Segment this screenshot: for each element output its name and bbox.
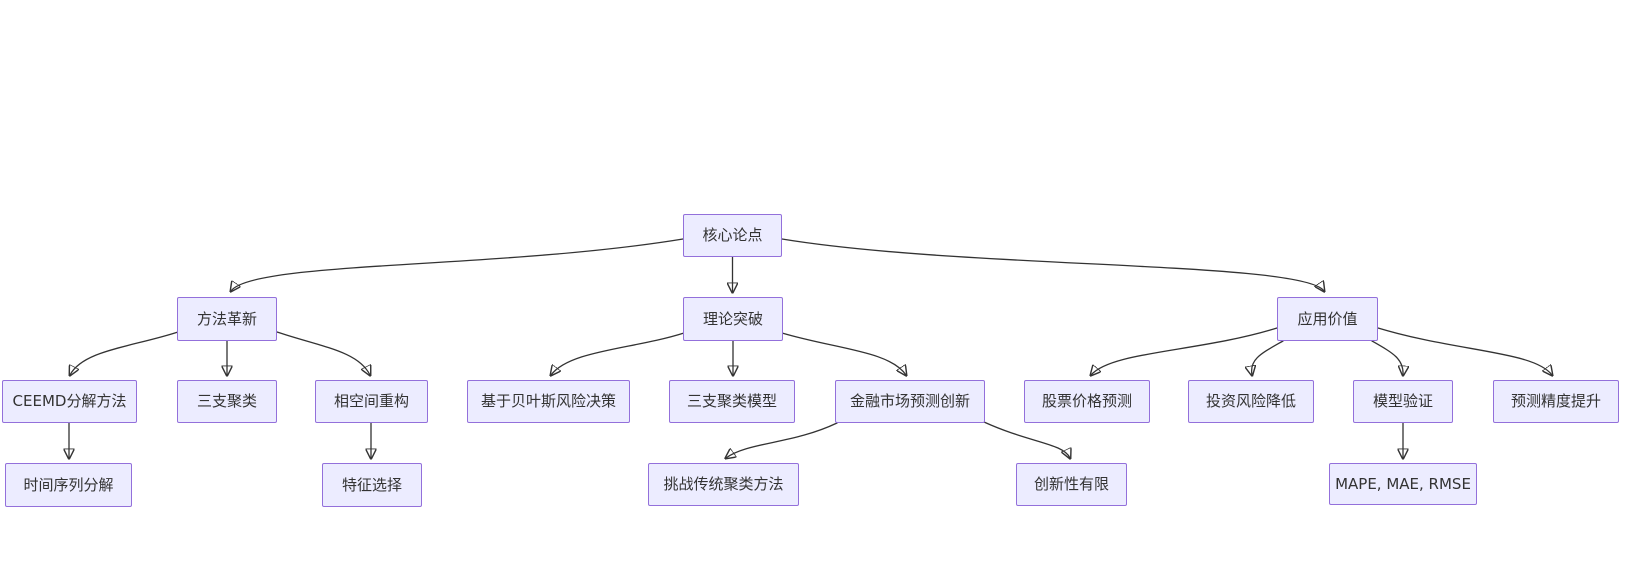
node-core-thesis: 核心论点	[683, 214, 782, 257]
edge-root-method	[231, 238, 684, 291]
edge-application-risk-reduction	[1252, 340, 1284, 375]
node-forecast-accuracy-improvement: 预测精度提升	[1493, 380, 1619, 423]
node-application-value: 应用价值	[1277, 297, 1378, 341]
edge-root-application	[781, 238, 1324, 291]
edge-application-model-validation	[1371, 340, 1403, 375]
node-challenge-traditional-clustering: 挑战传统聚类方法	[648, 463, 799, 506]
node-limited-innovation: 创新性有限	[1016, 463, 1127, 506]
node-three-way-clustering: 三支聚类	[177, 380, 277, 423]
node-time-series-decomposition: 时间序列分解	[5, 463, 132, 507]
node-three-way-clustering-model: 三支聚类模型	[669, 380, 795, 423]
node-bayesian-risk-decision: 基于贝叶斯风险决策	[467, 380, 630, 423]
node-investment-risk-reduction: 投资风险降低	[1188, 380, 1314, 423]
node-theory-breakthrough: 理论突破	[683, 297, 783, 341]
edge-application-accuracy-improvement	[1377, 327, 1552, 375]
node-ceemd-decomposition: CEEMD分解方法	[2, 380, 137, 423]
node-error-metrics: MAPE, MAE, RMSE	[1329, 463, 1477, 505]
edge-method-ceemd	[70, 331, 179, 375]
node-feature-selection: 特征选择	[322, 463, 422, 507]
node-model-validation: 模型验证	[1353, 380, 1453, 423]
node-phase-space-reconstruction: 相空间重构	[315, 380, 428, 423]
edge-finance-innovation-challenge-clustering	[726, 422, 838, 458]
edge-application-stock-prediction	[1091, 327, 1278, 375]
node-stock-price-prediction: 股票价格预测	[1024, 380, 1150, 423]
node-financial-market-forecast-innovation: 金融市场预测创新	[835, 380, 985, 423]
edge-finance-innovation-limited-innovation	[983, 421, 1070, 458]
edge-theory-finance-innovation	[781, 332, 906, 375]
node-method-innovation: 方法革新	[177, 297, 277, 341]
edge-theory-bayes	[551, 332, 685, 375]
edge-method-phase-space	[276, 331, 370, 375]
